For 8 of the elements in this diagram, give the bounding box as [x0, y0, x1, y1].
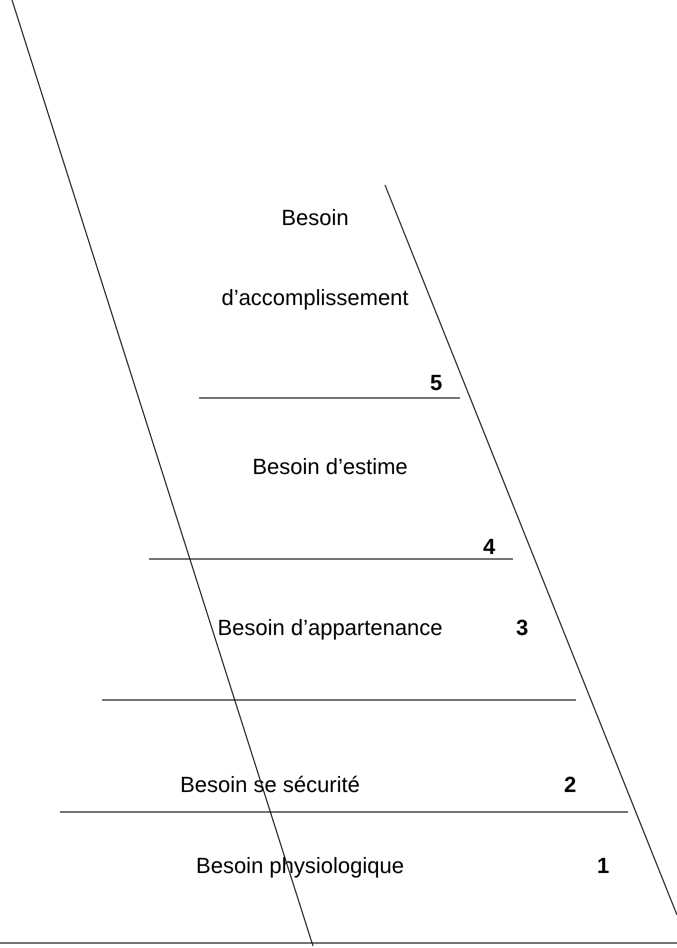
level-number: 4 [483, 533, 496, 561]
level-number: 1 [597, 852, 610, 880]
level-label: Besoin d’accomplissement [220, 204, 410, 312]
level-number: 3 [516, 614, 530, 642]
level-number: 5 [430, 369, 444, 397]
level-label: Besoin d’appartenance [216, 614, 444, 642]
level-label: Besoin d’estime [251, 453, 409, 481]
level-number: 2 [564, 771, 578, 799]
